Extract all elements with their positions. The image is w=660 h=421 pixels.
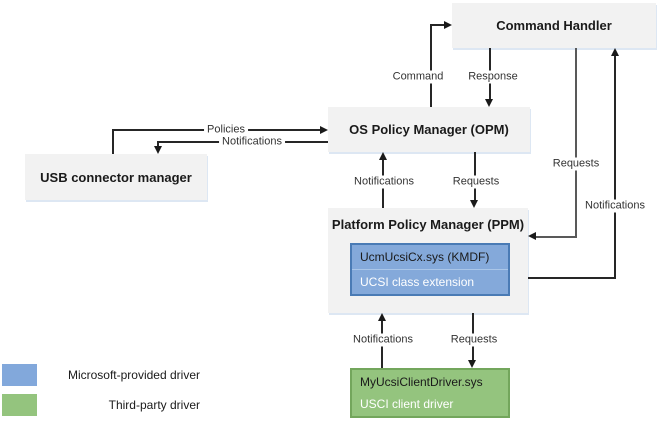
legend-swatch-microsoft-blue [2, 364, 37, 386]
line-segment [157, 141, 159, 147]
node-ucsi-class-extension: UcmUcsiCx.sys (KMDF) UCSI class extensio… [350, 243, 510, 296]
edge-notifications-client-to-ppm-label: Notifications [350, 333, 416, 347]
arrowhead-icon [611, 48, 619, 56]
edge-notifications-opm-to-usb-label: Notifications [219, 135, 285, 149]
arrowhead-icon [154, 146, 162, 154]
edge-notifications-ppm-to-handler-label: Notifications [582, 199, 648, 213]
arrowhead-icon [470, 200, 478, 208]
line-segment [112, 129, 114, 154]
line-segment [535, 236, 576, 238]
node-usb-connector-manager: USB connector manager [25, 154, 207, 200]
arrowhead-icon [378, 313, 386, 321]
arrowhead-icon [528, 232, 536, 240]
node-os-policy-manager-label: OS Policy Manager (OPM) [349, 122, 509, 137]
ucsi-client-driver-filename: MyUcsiClientDriver.sys [360, 375, 483, 389]
arrowhead-icon [485, 99, 493, 107]
line-segment [614, 55, 616, 279]
line-segment [528, 277, 616, 279]
node-platform-policy-manager-label: Platform Policy Manager (PPM) [331, 217, 525, 232]
arrowhead-icon [468, 360, 476, 368]
arrowhead-icon [320, 126, 328, 134]
line-segment [430, 24, 432, 107]
arrowhead-icon [379, 152, 387, 160]
node-ucsi-client-driver: MyUcsiClientDriver.sys USCI client drive… [350, 368, 510, 418]
edge-command-label: Command [389, 70, 447, 84]
node-os-policy-manager: OS Policy Manager (OPM) [328, 107, 530, 152]
legend-label-microsoft: Microsoft-provided driver [67, 368, 200, 382]
edge-requests-opm-to-ppm-label: Requests [449, 175, 503, 189]
edge-response-label: Response [465, 70, 521, 84]
node-command-handler: Command Handler [452, 3, 656, 48]
line-segment [575, 48, 577, 238]
arrowhead-icon [444, 21, 452, 29]
edge-requests-handler-to-ppm-label: Requests [549, 157, 603, 171]
node-command-handler-label: Command Handler [496, 18, 612, 33]
legend-label-third-party: Third-party driver [108, 398, 200, 412]
edge-policies-label: Policies [204, 123, 248, 137]
legend-swatch-third-party-green [2, 394, 37, 416]
ucsi-class-extension-filename: UcmUcsiCx.sys (KMDF) [352, 245, 508, 270]
edge-notifications-ppm-to-opm-label: Notifications [351, 175, 417, 189]
ucsi-client-driver-description: USCI client driver [360, 397, 454, 411]
node-usb-connector-manager-label: USB connector manager [40, 169, 192, 185]
line-segment [430, 24, 445, 26]
edge-requests-ppm-to-client-label: Requests [447, 333, 501, 347]
ucsi-class-extension-description: UCSI class extension [360, 275, 475, 289]
